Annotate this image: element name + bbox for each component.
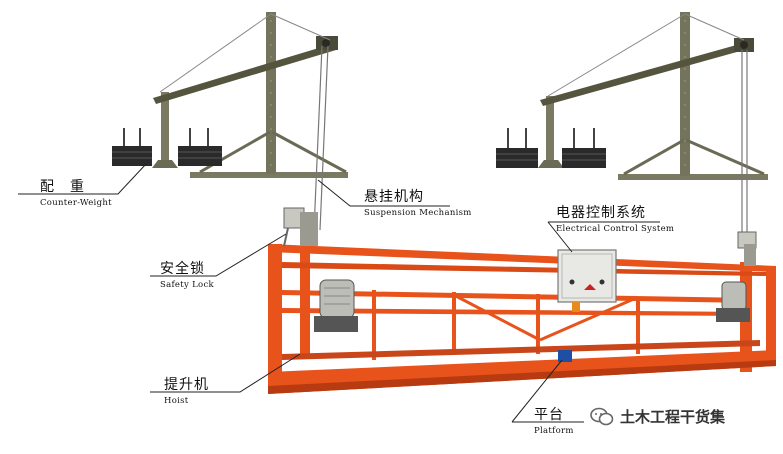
leader-lines — [18, 163, 660, 423]
label-platform-zh: 平台 — [534, 407, 564, 423]
platform-nameplate — [558, 350, 572, 362]
wire-ropes — [313, 45, 748, 240]
safety-lock-right — [737, 231, 757, 266]
hoist-right — [716, 281, 750, 322]
label-platform: 平台 Platform — [534, 404, 574, 436]
label-electrical-en: Electrical Control System — [556, 224, 675, 234]
label-safety-lock-en: Safety Lock — [160, 280, 214, 290]
suspension-mechanism-left — [112, 12, 348, 178]
hoist-left — [314, 279, 358, 332]
label-safety-lock: 安全锁 Safety Lock — [160, 258, 214, 290]
electrical-control-box — [557, 249, 617, 312]
label-electrical: 电器控制系统 Electrical Control System — [556, 202, 674, 234]
label-counterweight: 配 重 Counter-Weight — [40, 176, 112, 208]
label-hoist-en: Hoist — [164, 396, 189, 406]
label-suspension-en: Suspension Mechanism — [364, 208, 472, 218]
label-suspension-zh: 悬挂机构 — [364, 189, 424, 205]
label-counterweight-zh: 配 重 — [40, 179, 85, 195]
suspension-mechanism-right — [496, 12, 768, 180]
platform-frame — [268, 244, 776, 394]
label-safety-lock-zh: 安全锁 — [160, 261, 205, 277]
label-hoist-zh: 提升机 — [164, 377, 209, 393]
label-hoist: 提升机 Hoist — [164, 374, 209, 406]
label-suspension: 悬挂机构 Suspension Mechanism — [364, 186, 472, 218]
label-counterweight-en: Counter-Weight — [40, 198, 112, 208]
watermark-text: 土木工程干货集 — [620, 408, 726, 426]
wechat-icon — [590, 407, 614, 425]
safety-lock-left — [283, 207, 318, 247]
label-electrical-zh: 电器控制系统 — [556, 205, 646, 221]
label-platform-en: Platform — [534, 426, 574, 436]
watermark: 土木工程干货集 — [590, 406, 725, 427]
